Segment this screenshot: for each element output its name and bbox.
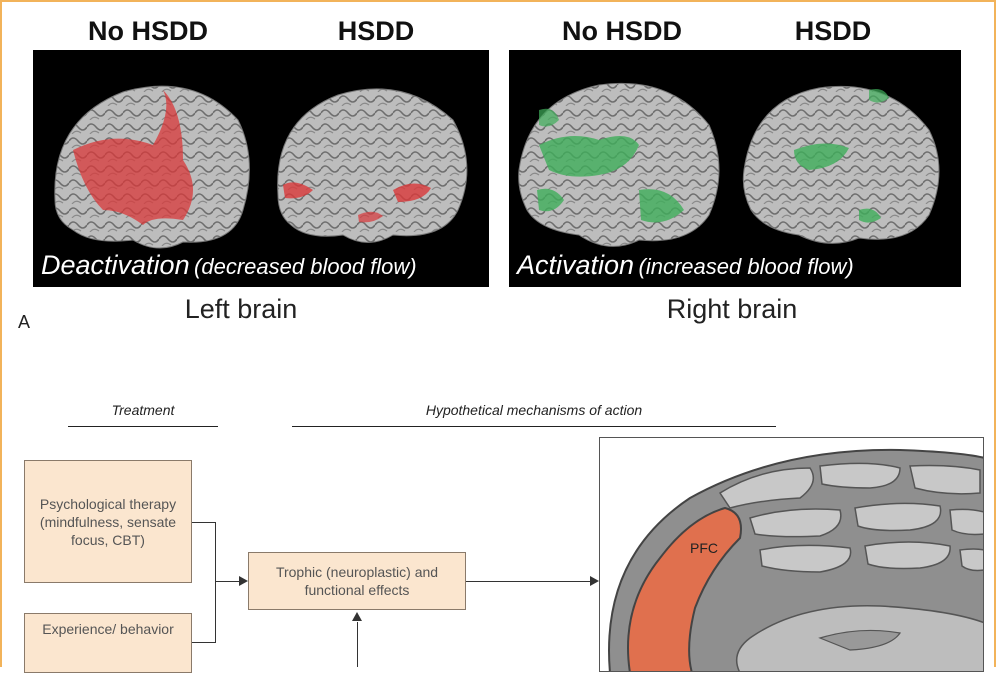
connector-trophic-to-brain bbox=[466, 581, 590, 582]
brain-no-hsdd-right bbox=[518, 82, 720, 247]
pfc-label: PFC bbox=[690, 540, 718, 556]
arrow-up-to-trophic bbox=[352, 612, 362, 621]
left-brain-label: Left brain bbox=[184, 294, 298, 324]
caption-increased-blood-flow: (increased blood flow) bbox=[638, 254, 854, 279]
mechanisms-underline bbox=[292, 426, 776, 427]
brain-hsdd-left bbox=[277, 88, 468, 243]
experience-behavior-text: Experience/ behavior bbox=[42, 621, 174, 637]
connector-vertical-join bbox=[215, 522, 216, 643]
brain-hsdd-right bbox=[742, 85, 940, 244]
right-panel-caption: Activation (increased blood flow) bbox=[517, 250, 854, 281]
brain-sagittal-panel: PFC bbox=[599, 437, 984, 672]
right-brain-panel: Activation (increased blood flow) bbox=[509, 50, 961, 287]
right-col-label-no-hsdd: No HSDD bbox=[562, 16, 682, 46]
heading-mechanisms: Hypothetical mechanisms of action bbox=[425, 402, 643, 418]
connector-up-to-trophic bbox=[357, 622, 358, 667]
right-brain-label: Right brain bbox=[666, 294, 798, 324]
brain-no-hsdd-left bbox=[54, 85, 250, 249]
right-col-label-hsdd: HSDD bbox=[794, 16, 872, 46]
box-experience-behavior: Experience/ behavior bbox=[24, 613, 192, 673]
heading-treatment: Treatment bbox=[111, 402, 175, 418]
arrow-to-trophic bbox=[239, 576, 248, 586]
connector-experience-out bbox=[192, 642, 216, 643]
left-col-label-no-hsdd: No HSDD bbox=[88, 16, 208, 46]
caption-activation: Activation bbox=[517, 250, 635, 280]
arrow-to-brain bbox=[590, 576, 599, 586]
trophic-effects-text: Trophic (neuroplastic) and functional ef… bbox=[275, 564, 439, 598]
box-trophic-effects: Trophic (neuroplastic) and functional ef… bbox=[248, 552, 466, 610]
left-brain-images bbox=[54, 85, 468, 249]
left-panel-caption: Deactivation (decreased blood flow) bbox=[41, 250, 417, 281]
brain-sagittal-illustration bbox=[608, 448, 983, 671]
panel-letter-a: A bbox=[18, 312, 31, 332]
caption-decreased-blood-flow: (decreased blood flow) bbox=[194, 254, 417, 279]
box-psychological-therapy: Psychological therapy (mindfulness, sens… bbox=[24, 460, 192, 583]
treatment-underline bbox=[68, 426, 218, 427]
connector-to-trophic bbox=[215, 581, 239, 582]
left-col-label-hsdd: HSDD bbox=[337, 16, 415, 46]
right-brain-images bbox=[518, 82, 940, 247]
psychological-therapy-text: Psychological therapy (mindfulness, sens… bbox=[39, 495, 177, 548]
left-brain-panel: Deactivation (decreased blood flow) bbox=[33, 50, 489, 287]
caption-deactivation: Deactivation bbox=[41, 250, 190, 280]
connector-therapy-out bbox=[192, 522, 216, 523]
